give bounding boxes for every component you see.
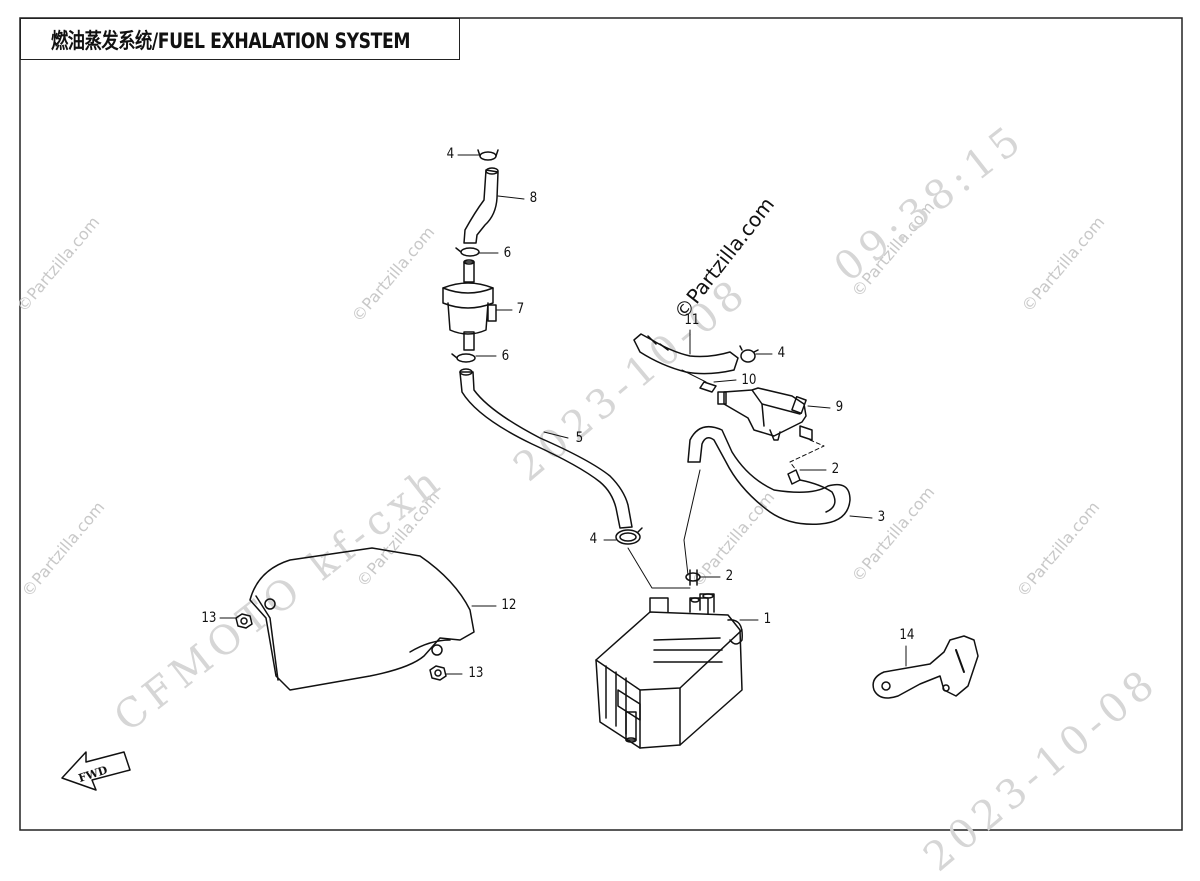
hose-part-3 — [687, 425, 851, 525]
callout-2: 2 — [725, 568, 734, 584]
clip-part-2-upper — [787, 469, 801, 485]
callout-4: 4 — [777, 345, 786, 361]
clamp-part-4-right — [739, 345, 759, 363]
callout-2: 2 — [831, 461, 840, 477]
callout-11: 11 — [684, 312, 700, 328]
callout-12: 12 — [501, 597, 517, 613]
hose-part-11 — [633, 333, 739, 375]
callout-14: 14 — [899, 627, 915, 643]
clamp-part-4-lower — [615, 527, 643, 545]
callout-3: 3 — [877, 509, 886, 525]
callout-5: 5 — [575, 430, 584, 446]
callout-8: 8 — [529, 190, 538, 206]
clamp-part-4-top — [477, 149, 499, 161]
valve-part-9 — [717, 387, 813, 441]
clip-part-6-lower — [451, 353, 476, 363]
bracket-part-14 — [872, 635, 979, 699]
canister-part-1 — [595, 593, 743, 749]
parts-drawing: FWD — [61, 149, 979, 791]
diagram-stage: ©Partzilla.com ©Partzilla.com ©Partzilla… — [13, 17, 1183, 881]
callout-7: 7 — [516, 301, 525, 317]
callout-6: 6 — [503, 245, 512, 261]
callout-13: 13 — [468, 665, 484, 681]
callout-6: 6 — [501, 348, 510, 364]
title-box: 燃油蒸发系统/FUEL EXHALATION SYSTEM — [20, 18, 460, 60]
filter-part-7 — [442, 259, 497, 351]
callout-4: 4 — [446, 146, 455, 162]
page-title: 燃油蒸发系统/FUEL EXHALATION SYSTEM — [51, 29, 411, 53]
callout-10: 10 — [741, 372, 757, 388]
callout-4: 4 — [589, 531, 598, 547]
diagram-frame — [19, 17, 1183, 831]
clip-part-6-upper — [455, 247, 480, 257]
callout-13: 13 — [201, 610, 217, 626]
cover-part-12 — [249, 547, 475, 691]
nut-part-13-lower — [429, 665, 447, 681]
callout-1: 1 — [763, 611, 772, 627]
clip-part-10 — [681, 369, 717, 393]
nut-part-13-upper — [235, 613, 253, 629]
hose-part-5 — [459, 368, 633, 529]
fwd-arrow-icon — [61, 751, 131, 791]
hose-part-8 — [463, 167, 499, 244]
callout-9: 9 — [835, 399, 844, 415]
